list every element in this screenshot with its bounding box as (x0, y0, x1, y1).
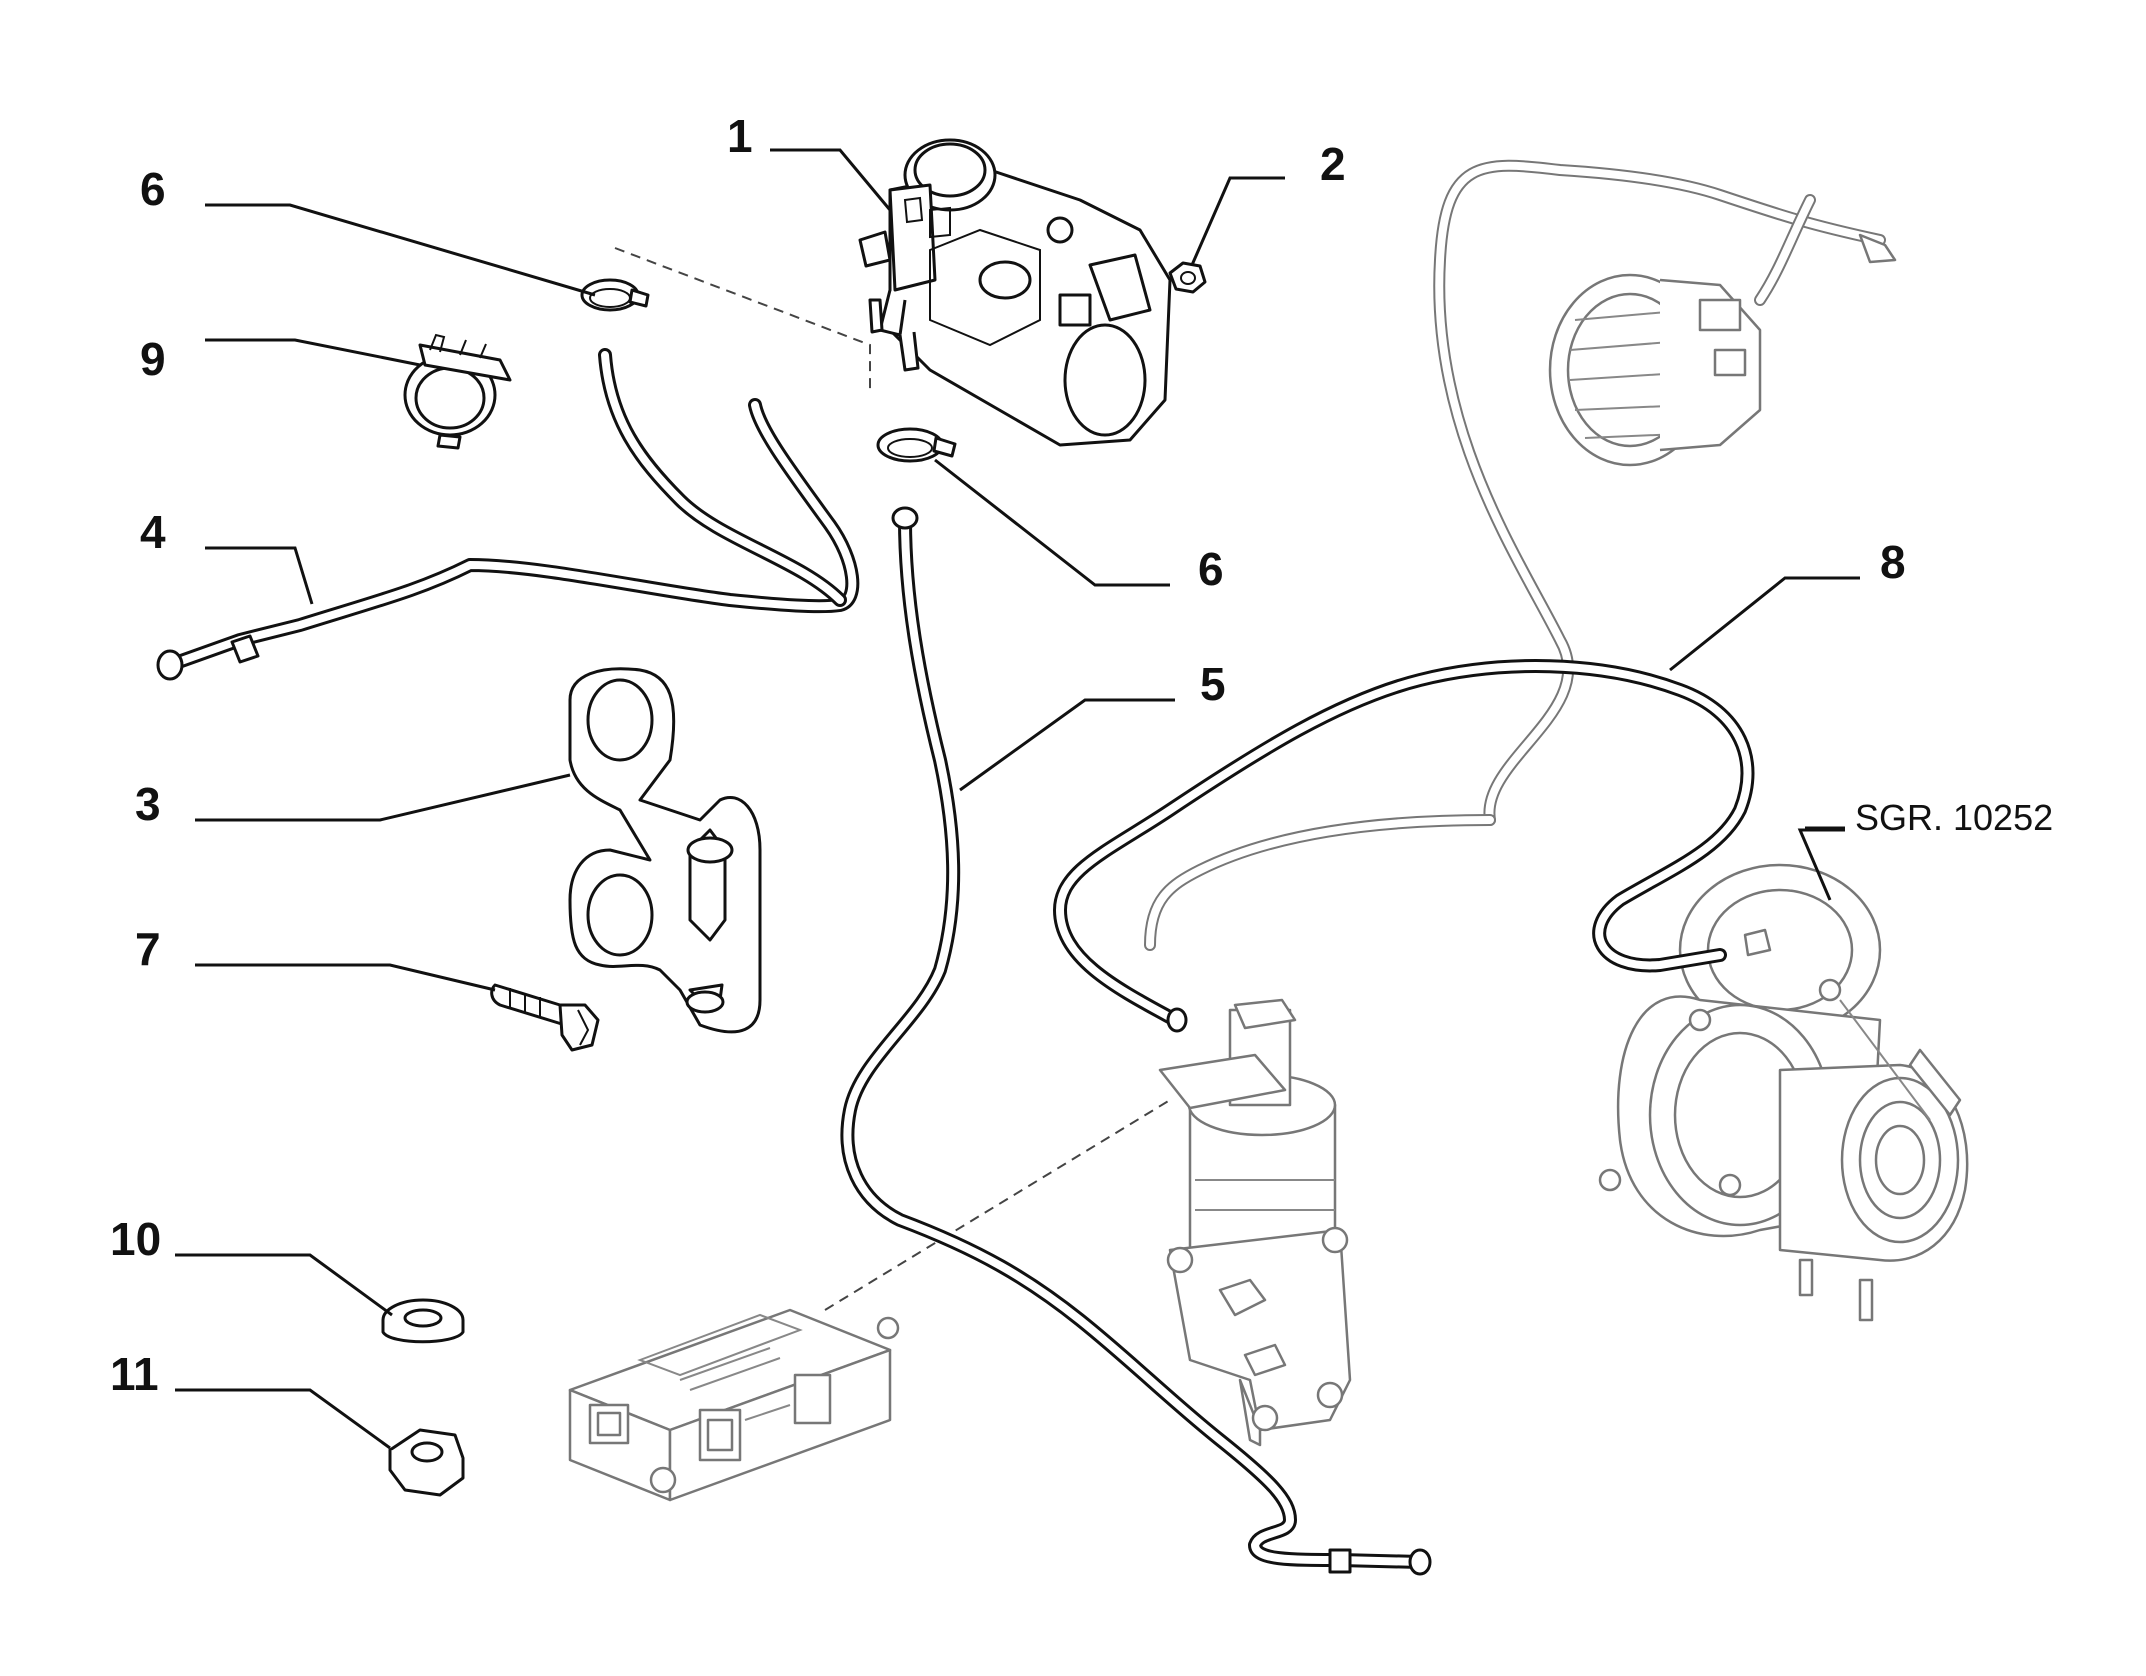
callout-11: 11 (110, 1348, 159, 1400)
egr-valve-ghost (1158, 998, 1352, 1447)
part-1-valve-body (858, 138, 1172, 447)
callout-8: 8 (1880, 536, 1906, 588)
assembly-line-hose (614, 247, 871, 395)
part-10-washer (381, 1298, 465, 1344)
reference-label: SGR. 10252 (1855, 797, 2053, 838)
callout-4: 4 (140, 506, 166, 558)
part-6-clamp-lower (876, 427, 957, 463)
callout-5: 5 (1200, 658, 1226, 710)
part-9-clamp-ring (403, 333, 512, 450)
hose-5 (840, 506, 1432, 1576)
callout-9: 9 (140, 333, 166, 385)
part-7-bolt (490, 983, 600, 1052)
control-unit-ghost (568, 1308, 900, 1502)
callout-7: 7 (135, 923, 161, 975)
part-2-nut (1168, 261, 1207, 294)
part-3-flange-plate (568, 667, 762, 1034)
callout-2: 2 (1320, 138, 1346, 190)
callout-10: 10 (110, 1213, 161, 1265)
callout-3: 3 (135, 778, 161, 830)
hose-8 (1053, 659, 1755, 1033)
part-6-clamp-upper (580, 278, 650, 312)
callout-6-upper: 6 (140, 163, 166, 215)
part-11-nut (388, 1428, 465, 1497)
hose-4 (156, 348, 860, 681)
turbocharger-ghost (1598, 863, 1969, 1322)
leader-lines (175, 148, 1860, 1450)
callout-1: 1 (727, 110, 753, 162)
air-intake-ghost (1144, 159, 1897, 951)
callout-6-lower: 6 (1198, 543, 1224, 595)
